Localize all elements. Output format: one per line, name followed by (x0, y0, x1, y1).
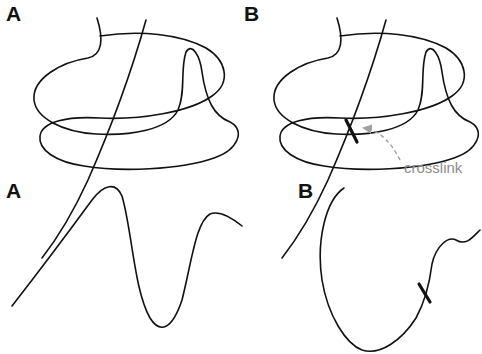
panel-letter: B (298, 180, 313, 201)
panel-letter: A (6, 180, 21, 201)
crosslink-bond (419, 284, 430, 302)
callout-label: crosslink (404, 160, 462, 175)
polymer-chain (320, 188, 480, 351)
panel-letter: B (244, 3, 259, 24)
polymer-chain (12, 187, 242, 328)
polymer-chain (274, 18, 478, 169)
panel-letter: A (6, 3, 21, 24)
crosslink-bond (346, 120, 357, 142)
leader-arrow (364, 128, 400, 160)
polymer-chain (34, 18, 238, 169)
